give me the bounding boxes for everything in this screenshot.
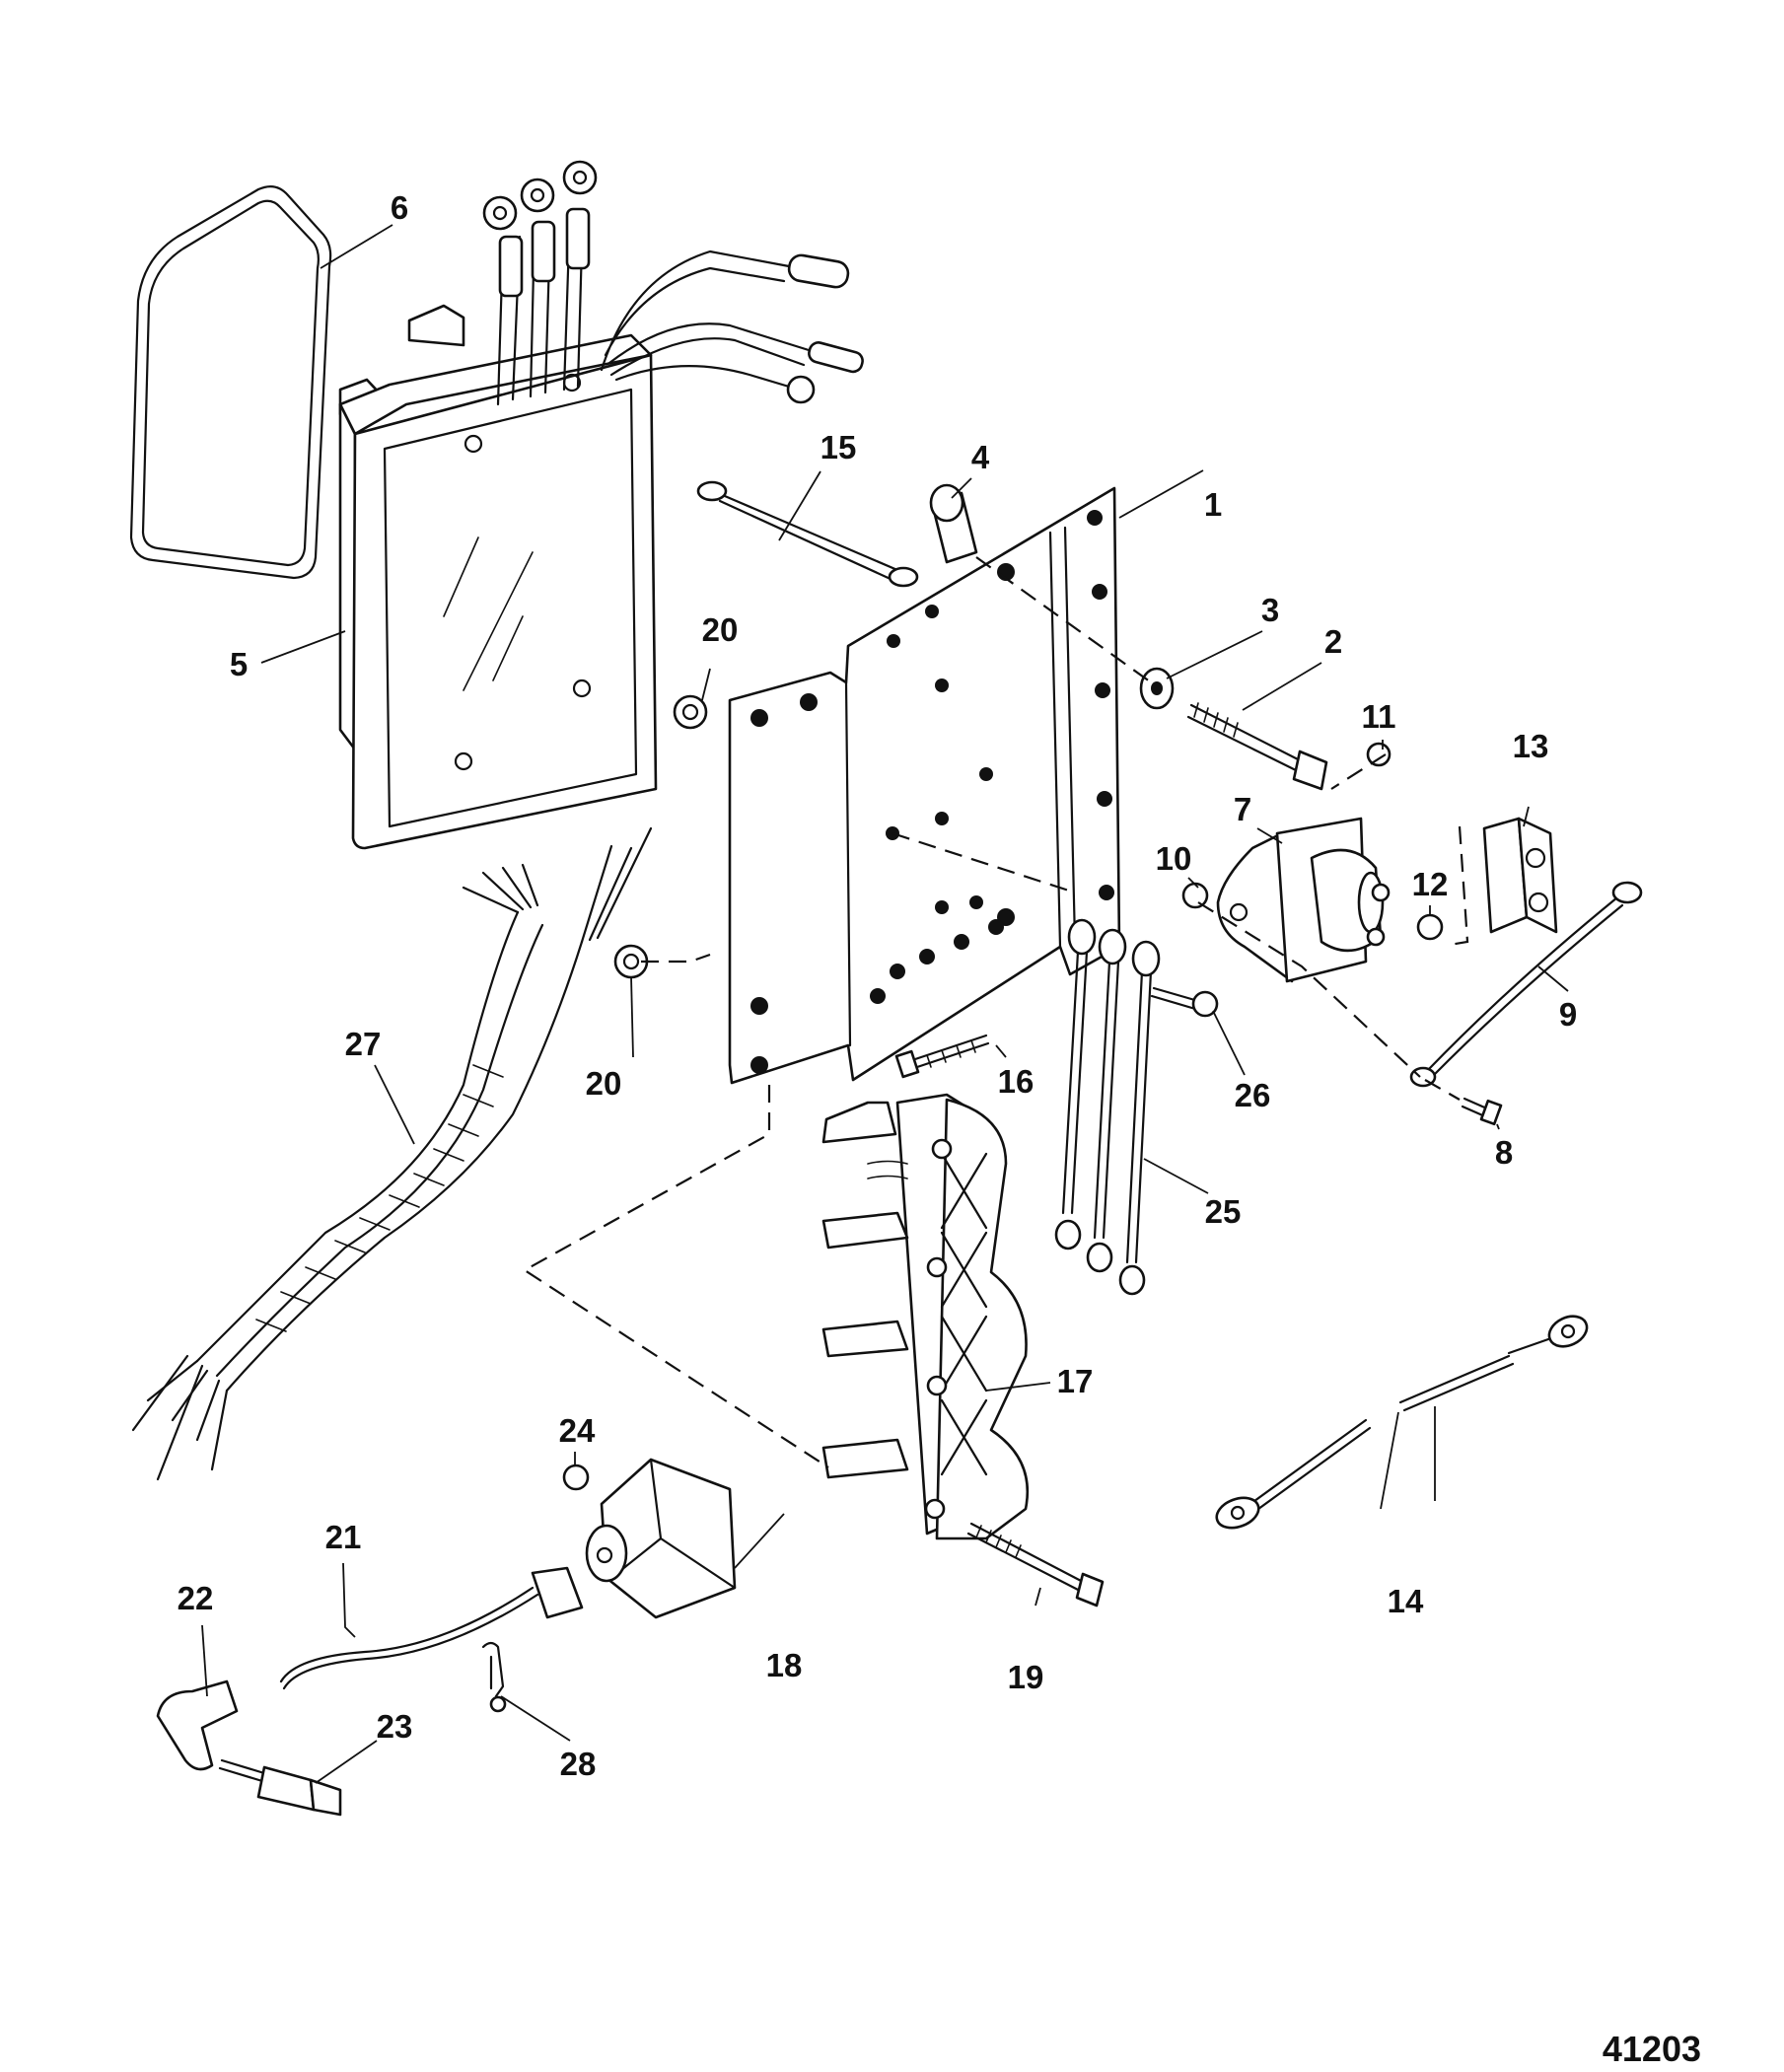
part-15-ground-strap <box>696 480 919 588</box>
callout-12: 12 <box>1412 866 1449 902</box>
part-18-coil <box>585 1458 737 1619</box>
part-2-bolt <box>1186 702 1328 791</box>
callout-16: 16 <box>998 1063 1035 1100</box>
callout-1: 1 <box>1204 486 1222 523</box>
callout-19: 19 <box>1008 1659 1044 1695</box>
part-20-nut-upper <box>673 694 708 730</box>
callout-18: 18 <box>766 1647 803 1683</box>
part-27-harness <box>131 826 653 1481</box>
callout-26: 26 <box>1235 1077 1271 1113</box>
part-23-spark-plug <box>218 1758 342 1817</box>
part-21-lead <box>279 1566 584 1690</box>
callout-17: 17 <box>1057 1363 1094 1399</box>
part-3-washer <box>1139 667 1175 710</box>
callout-24: 24 <box>559 1412 596 1449</box>
callout-leader-lines <box>201 224 1569 1784</box>
part-9-cable <box>1409 881 1643 1088</box>
callout-labels: 1 2 3 4 5 6 7 8 9 10 11 12 13 14 15 16 1… <box>178 189 1578 1782</box>
assembly-dashed-lines <box>522 556 1461 1468</box>
callout-13: 13 <box>1513 728 1549 764</box>
callout-28: 28 <box>560 1746 597 1782</box>
part-6-gasket <box>129 184 332 580</box>
part-28-clip <box>481 1641 507 1713</box>
callout-7: 7 <box>1234 791 1251 827</box>
callout-15: 15 <box>821 429 857 465</box>
callout-23: 23 <box>377 1708 413 1745</box>
part-19-bolt <box>966 1522 1105 1608</box>
callout-20a: 20 <box>702 611 739 648</box>
part-24-nut <box>562 1464 590 1491</box>
part-11-nut <box>1366 742 1392 767</box>
callout-11: 11 <box>1362 698 1396 735</box>
callout-14: 14 <box>1388 1583 1424 1619</box>
callout-8: 8 <box>1495 1134 1513 1171</box>
callout-21: 21 <box>325 1519 362 1555</box>
part-1-mounting-plate <box>728 486 1121 1085</box>
figure-number: 41203 <box>1603 2029 1701 2069</box>
callout-25: 25 <box>1205 1193 1242 1230</box>
part-26-screw <box>1150 986 1219 1018</box>
part-5-ignition-module <box>338 160 864 850</box>
part-13-terminal-block <box>1449 817 1558 947</box>
callout-6: 6 <box>391 189 408 226</box>
callout-27: 27 <box>345 1026 382 1062</box>
part-16-screw <box>894 1034 990 1079</box>
part-25-ground-straps <box>1054 918 1161 1296</box>
part-12-nut <box>1416 913 1444 941</box>
part-10-nut <box>1181 882 1209 909</box>
callout-10: 10 <box>1156 840 1192 877</box>
callout-5: 5 <box>230 646 248 682</box>
callout-20b: 20 <box>586 1065 622 1102</box>
part-17-coil-bracket <box>821 1093 1030 1540</box>
callout-22: 22 <box>178 1580 214 1616</box>
part-14-cable <box>1215 1315 1589 1530</box>
callout-4: 4 <box>971 439 990 475</box>
callout-2: 2 <box>1324 623 1342 660</box>
callout-9: 9 <box>1559 996 1577 1033</box>
part-7-solenoid <box>1216 817 1391 983</box>
callout-3: 3 <box>1261 592 1279 628</box>
part-22-boot <box>156 1679 239 1771</box>
part-8-screw <box>1461 1097 1503 1126</box>
